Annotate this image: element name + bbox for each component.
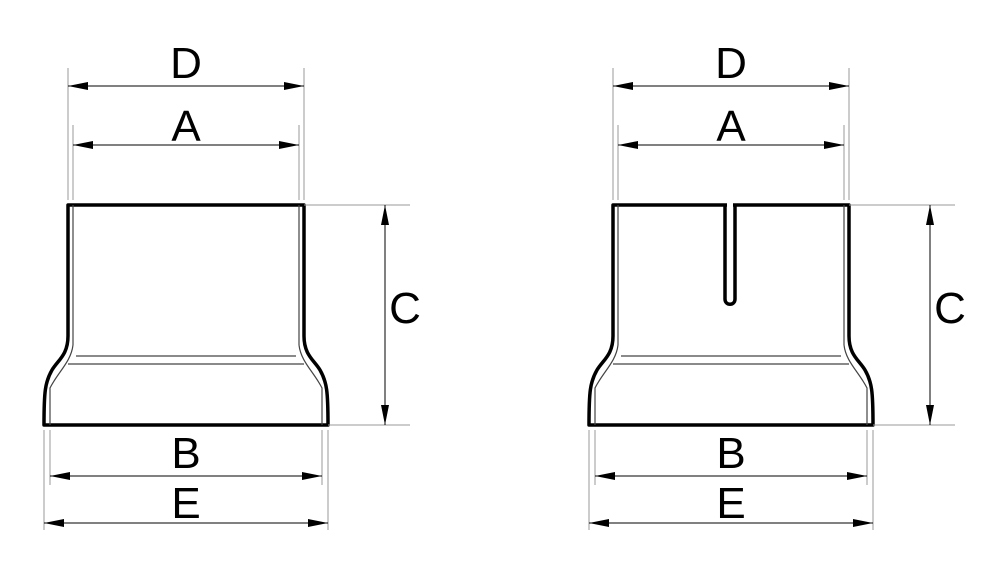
right-label-c: C: [934, 284, 966, 333]
left-label-a: A: [171, 102, 201, 151]
left-label-d: D: [170, 39, 202, 88]
right-inner-flare-right: [843, 344, 868, 425]
right-inner-flare-left: [594, 344, 619, 425]
left-label-e: E: [171, 479, 200, 528]
left-inner-flare-right: [298, 344, 323, 425]
right-slot: [723, 205, 737, 306]
right-label-a: A: [716, 102, 746, 151]
right-label-e: E: [716, 479, 745, 528]
left-label-c: C: [389, 284, 421, 333]
left-inner-flare-left: [49, 344, 74, 425]
right-outline: [587, 203, 875, 427]
right-label-b: B: [716, 429, 745, 478]
left-label-b: B: [171, 429, 200, 478]
right-part: D A B E C: [587, 39, 966, 530]
right-label-d: D: [715, 39, 747, 88]
left-part: D A B E C: [42, 39, 421, 530]
left-outline: [42, 203, 330, 427]
